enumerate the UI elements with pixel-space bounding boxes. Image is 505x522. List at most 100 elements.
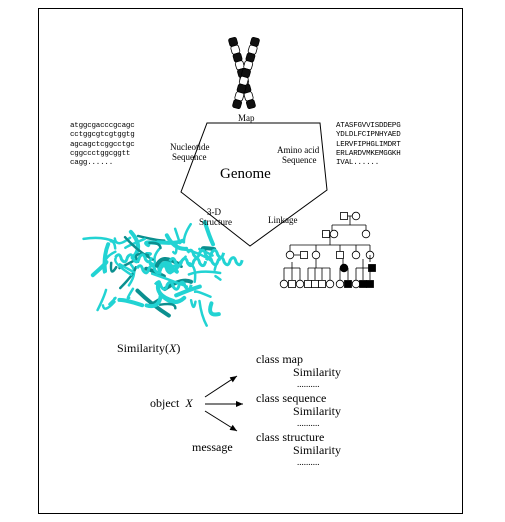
chromosome-band (246, 99, 256, 110)
protein-ribbon (136, 234, 166, 242)
genome-label: Genome (220, 166, 271, 182)
nucleotide-label-line1: Nucleotide (170, 142, 210, 152)
pedigree-female (351, 211, 361, 221)
pedigree-female (339, 263, 349, 273)
pedigree-female (279, 279, 289, 289)
protein-ribbon (109, 261, 118, 273)
amino-sequence-line: ERLARDVMKEMGGKH (336, 149, 401, 158)
protein-helix (114, 253, 153, 264)
pedigree-male (340, 212, 348, 220)
pedigree-male (318, 280, 326, 288)
protein-helix (168, 257, 208, 268)
arrow-to-class-structure (204, 410, 238, 432)
protein-ribbon (109, 239, 117, 250)
class-structure-method: Similarity (293, 443, 341, 457)
object-variable: X (185, 396, 193, 410)
message-arrows (204, 375, 243, 432)
nucleotide-sequence-line: agcagctcggcctgc (70, 140, 135, 149)
pedigree-female (285, 250, 295, 260)
pedigree-female (311, 250, 321, 260)
similarity-prefix: Similarity( (117, 341, 169, 355)
message-label: message (192, 440, 233, 454)
amino-label-line2: Sequence (282, 155, 317, 165)
pedigree-female (295, 279, 305, 289)
nucleotide-sequence: atggcgacccgcagc cctggcgtcgtggtg agcagctc… (70, 122, 135, 168)
pedigree-female (351, 279, 361, 289)
structure-label-line1: 3-D (207, 207, 221, 217)
class-map-name: class map (256, 352, 303, 366)
genome-pentagon (180, 122, 328, 247)
amino-sequence-line: ATASFGVVISDDEPG (336, 122, 401, 130)
chromosome-arm (232, 36, 260, 110)
protein-ribbon (200, 246, 217, 252)
pedigree-male (344, 280, 352, 288)
pedigree-male (336, 251, 344, 259)
protein-ribbon (148, 241, 162, 250)
protein-ribbon (155, 280, 176, 303)
pedigree-male (288, 280, 296, 288)
pedigree-female (325, 279, 335, 289)
linkage-label: Linkage (268, 215, 298, 225)
pedigree-icon (279, 211, 376, 289)
pedigree-female (351, 250, 361, 260)
protein-ribbon (189, 298, 197, 309)
amino-sequence-line: LERVFIPHGLIMDRT (336, 140, 401, 149)
figure-border (38, 8, 463, 514)
nucleotide-sequence-line: cctggcgtcgtggtg (70, 131, 135, 140)
class-structure-ellipsis: .......... (297, 457, 320, 467)
protein-ribbon (101, 300, 116, 310)
pedigree-female (335, 279, 345, 289)
protein-ribbon (198, 299, 208, 327)
similarity-variable: X (169, 341, 177, 355)
protein-ribbon (144, 293, 163, 309)
class-sequence-method: Similarity (293, 404, 341, 418)
protein-ribbon (114, 257, 133, 276)
amino-sequence-line: IVAL...... (336, 159, 380, 168)
protein-helix (186, 248, 226, 259)
protein-ribbon (208, 301, 221, 317)
pedigree-male (300, 251, 308, 259)
map-label: Map (238, 113, 255, 123)
protein-ribbon (117, 297, 145, 308)
pedigree-male (366, 280, 374, 288)
pedigree-female (361, 229, 371, 239)
pedigree-female (329, 229, 339, 239)
protein-structure-icon (82, 219, 244, 327)
structure-label-line2: Structure (199, 217, 232, 227)
protein-ribbon (102, 242, 111, 274)
object-label: object (150, 396, 180, 410)
class-map-method: Similarity (293, 365, 341, 379)
amino-sequence-line: YDLDLFCIPNHYAED (336, 131, 401, 140)
protein-ribbon (126, 287, 135, 300)
protein-helix (153, 280, 193, 291)
similarity-suffix: ) (176, 341, 181, 355)
protein-ribbon (96, 288, 108, 312)
protein-ribbon (118, 263, 136, 274)
protein-ribbon (182, 222, 192, 244)
class-sequence-ellipsis: .......... (297, 418, 320, 428)
protein-ribbon (202, 219, 216, 247)
protein-ribbon (128, 229, 140, 260)
nucleotide-sequence-line: cagg...... (70, 159, 114, 168)
object-x: object X (150, 397, 193, 410)
protein-ribbon (158, 302, 177, 310)
nucleotide-sequence-line: atggcgacccgcagc (70, 122, 135, 130)
pedigree-male (311, 280, 319, 288)
protein-helix (135, 264, 175, 275)
class-structure-name: class structure (256, 430, 325, 444)
protein-ribbon (172, 243, 178, 255)
nucleotide-sequence-line: cggccctggcggtt (70, 149, 131, 158)
amino-acid-sequence: ATASFGVVISDDEPG YDLDLFCIPNHYAED LERVFIPH… (336, 122, 401, 168)
arrow-to-class-map (204, 375, 238, 398)
amino-label-line1: Amino acid (277, 145, 320, 155)
protein-ribbon (187, 270, 222, 276)
class-sequence-name: class sequence (256, 391, 327, 405)
pedigree-male (368, 264, 376, 272)
nucleotide-label-line2: Sequence (172, 152, 207, 162)
protein-ribbon (108, 296, 117, 306)
protein-ribbon (144, 266, 166, 279)
chromosome-band (232, 99, 242, 110)
protein-ribbon (188, 262, 197, 284)
